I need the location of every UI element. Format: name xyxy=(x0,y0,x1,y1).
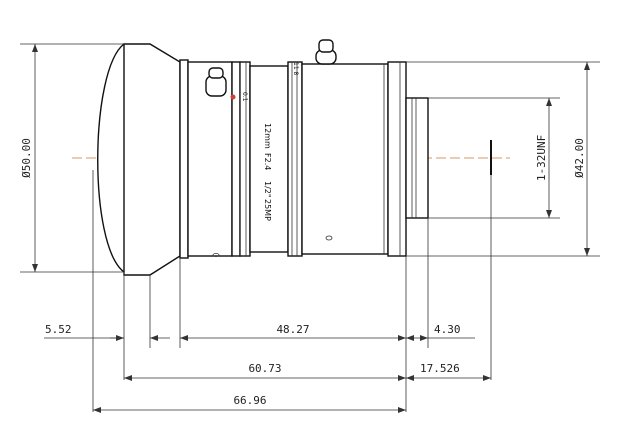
focal-mark: 12mm xyxy=(263,123,272,149)
body-length-label: 48.27 xyxy=(276,323,309,336)
rear-ring xyxy=(387,61,407,257)
pin-hole-2 xyxy=(212,253,220,257)
lock-screw-iris xyxy=(315,39,337,65)
body-seg-1 xyxy=(179,59,189,259)
c-mount xyxy=(405,97,429,219)
resolution-mark: 25MP xyxy=(263,199,272,221)
aperture-mark: F2.4 xyxy=(263,153,272,170)
format-mark: 1/2" xyxy=(263,181,272,198)
mount-diameter-label: Ø42.00 xyxy=(573,138,586,178)
lock-screw-focus xyxy=(205,67,227,97)
body-seg-5 xyxy=(287,61,303,257)
focus-ring xyxy=(249,65,289,253)
thread-label: 1-32UNF xyxy=(535,135,548,181)
outer-diameter-label: Ø50.00 xyxy=(20,138,33,178)
lens-markings: 12mm F2.4 1/2" 25MP xyxy=(263,123,272,221)
front-flange-length-label: 5.52 xyxy=(45,323,72,336)
iris-ring xyxy=(301,63,389,255)
front-dome xyxy=(97,43,125,273)
mount-length-label: 4.30 xyxy=(434,323,461,336)
index-dot xyxy=(230,94,236,100)
total-mount-length-label: 60.73 xyxy=(248,362,281,375)
body-seg-3 xyxy=(231,61,241,257)
back-focal-label: 17.526 xyxy=(420,362,460,375)
front-flange xyxy=(123,43,181,276)
iris-scale-label: 11 8 xyxy=(292,62,299,76)
pin-hole xyxy=(325,235,333,241)
overall-length-label: 66.96 xyxy=(233,394,266,407)
focus-scale-label: 0.1 xyxy=(241,92,248,102)
